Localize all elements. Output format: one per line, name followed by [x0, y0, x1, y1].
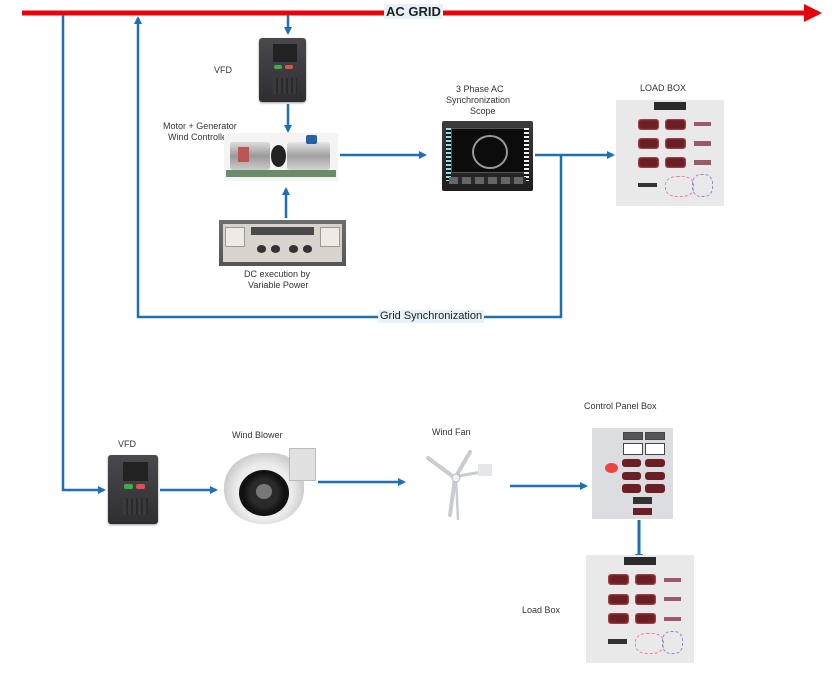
load-box-top-device — [616, 100, 724, 206]
wind-blower-device — [220, 445, 317, 527]
vfd-bottom-label: VFD — [118, 439, 136, 449]
dc-exec-label-1: DC execution by — [244, 269, 311, 279]
wind-fan-label: Wind Fan — [432, 427, 471, 437]
load-box-top-label: LOAD BOX — [640, 83, 687, 93]
edge-grid-to-vfd-bottom — [61, 15, 106, 494]
dc-exec-label-2: Variable Power — [248, 280, 309, 290]
sync-scope-device — [442, 121, 533, 191]
edge-grid-sync-return — [134, 16, 563, 319]
wind-turbine-icon — [426, 450, 492, 521]
scope-label-2: Synchronization — [446, 95, 511, 105]
wind-blower-label: Wind Blower — [232, 430, 283, 440]
scope-label-3: Scope — [470, 106, 496, 116]
motor-generator-label-1: Motor + Generator — [163, 121, 237, 131]
control-panel-label: Control Panel Box — [584, 401, 657, 411]
control-panel-device — [592, 428, 673, 519]
scope-label-1: 3 Phase AC — [456, 84, 504, 94]
vfd-top-label: VFD — [214, 65, 232, 75]
grid-sync-label: Grid Synchronization — [378, 310, 485, 323]
motor-generator-label-2: Wind Controller — [168, 132, 231, 142]
vfd-top-device — [259, 38, 306, 102]
load-box-bottom-device — [586, 555, 694, 663]
motor-generator-device — [224, 133, 338, 181]
vfd-bottom-device — [108, 455, 158, 524]
dc-power-supply-device — [219, 220, 346, 266]
load-box-bottom-label: Load Box — [522, 605, 561, 615]
ac-grid-label: AC GRID — [384, 4, 443, 19]
